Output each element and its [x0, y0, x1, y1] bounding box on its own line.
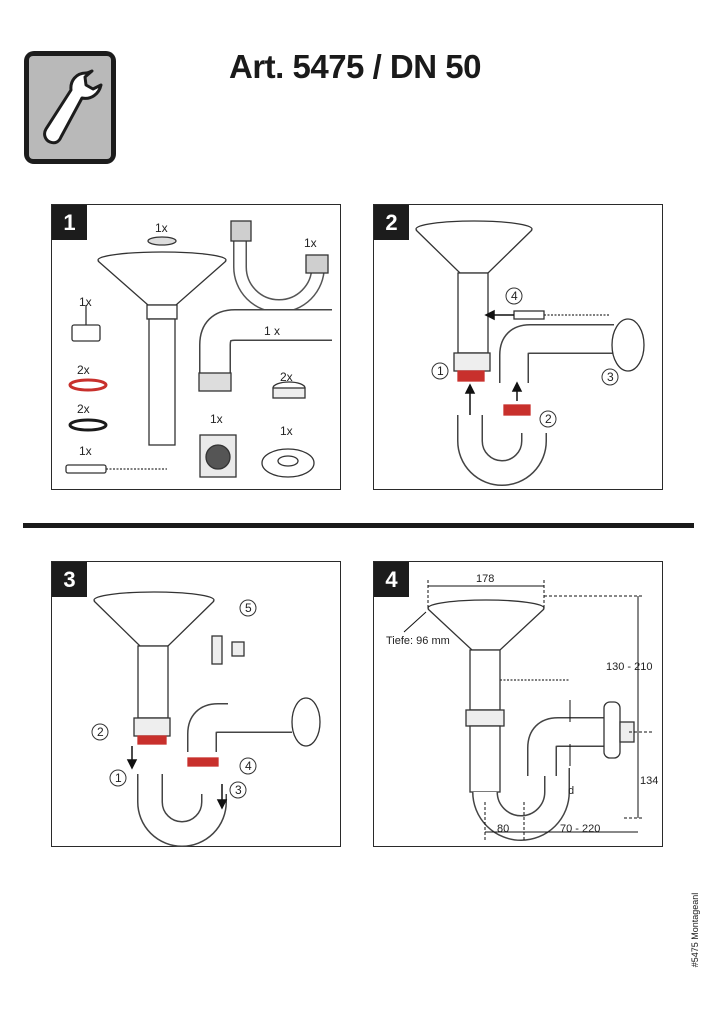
- step-panel-4: 178 Tiefe: 96 mm 130 - 210 134 d 80 70 -…: [373, 561, 663, 847]
- callout-4: 4: [511, 289, 518, 303]
- callout-2: 2: [97, 725, 104, 739]
- funnel-qty-label: 1x: [155, 221, 168, 235]
- red-ring-qty-label: 2x: [77, 363, 90, 377]
- callout-2: 2: [545, 412, 552, 426]
- funnel-body: [97, 260, 227, 306]
- filter-qty-label: 1x: [210, 412, 223, 426]
- page-title: Art. 5475 / DN 50: [229, 48, 481, 85]
- dim-reach: 70 - 220: [560, 823, 600, 835]
- nuts-qty-label: 2x: [280, 370, 293, 384]
- callout-5: 5: [245, 601, 252, 615]
- pipe-qty-label: 1 x: [264, 324, 280, 338]
- dim-height: 130 - 210: [606, 661, 652, 673]
- callout-1: 1: [115, 771, 122, 785]
- screw-qty-label: 1x: [79, 444, 92, 458]
- callout-1: 1: [437, 364, 444, 378]
- parts-overview-illustration: 1x 1x 1 x 1x 2x 2x 1x 2x 1x 1x: [65, 220, 332, 478]
- step-panel-1: 1x 1x 1 x 1x 2x 2x 1x 2x 1x 1x 1: [51, 204, 341, 490]
- rosette-qty-label: 1x: [280, 424, 293, 438]
- black-ring-qty-label: 2x: [77, 402, 90, 416]
- dim-width: 178: [476, 573, 494, 585]
- trap-qty-label: 1x: [304, 236, 317, 250]
- assembly-step-illustration: 1 2 3 4: [415, 220, 645, 486]
- insert-qty-label: 1x: [79, 295, 92, 309]
- callout-4: 4: [245, 759, 252, 773]
- callout-3: 3: [607, 370, 614, 384]
- document-code: #5475 Montageanl: [688, 880, 702, 980]
- wrench-tool-icon-tile: [24, 51, 116, 164]
- step-number: 4: [374, 562, 409, 597]
- step-number: 3: [52, 562, 87, 597]
- dimensions-illustration: 178 Tiefe: 96 mm 130 - 210 134 d 80 70 -…: [386, 573, 658, 841]
- wrench-icon: [43, 69, 103, 145]
- dim-depth: Tiefe: 96 mm: [386, 635, 450, 647]
- dim-side: 134: [640, 775, 658, 787]
- dim-offset: 80: [497, 823, 509, 835]
- step-number: 2: [374, 205, 409, 240]
- funnel-collar: [146, 304, 178, 320]
- callout-3: 3: [235, 783, 242, 797]
- document-code-text: #5475 Montageanl: [690, 892, 700, 968]
- assembly-step-illustration: 1 2 3 4 5: [91, 591, 321, 847]
- step-panel-2: 1 2 3 4 2: [373, 204, 663, 490]
- tailpiece-pipe: [148, 318, 176, 446]
- step-panel-3: 1 2 3 4 5 3: [51, 561, 341, 847]
- section-divider: [23, 523, 694, 528]
- dim-d: d: [568, 785, 574, 797]
- step-number: 1: [52, 205, 87, 240]
